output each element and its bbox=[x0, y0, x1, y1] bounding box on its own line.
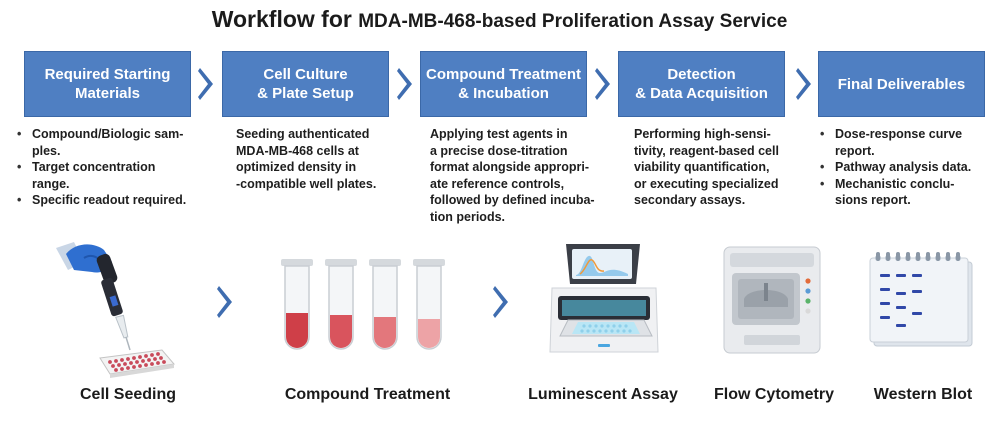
chevron-right-icon bbox=[217, 286, 232, 318]
description-line: followed by defined incuba- bbox=[430, 193, 595, 207]
step-1-bullets: Compound/Biologic sam-ples.Target concen… bbox=[12, 126, 207, 209]
step-compound-treatment: Compound Treatment & Incubation bbox=[420, 51, 587, 117]
flow-cytometer-icon bbox=[723, 246, 821, 354]
pipette-plate-icon bbox=[56, 242, 175, 378]
chevron-right-icon bbox=[796, 68, 811, 100]
description-line: secondary assays. bbox=[634, 193, 746, 207]
step-label-line: Compound Treatment bbox=[425, 66, 581, 83]
description-line: format alongside appropri- bbox=[430, 160, 590, 174]
description-line: or executing specialized bbox=[634, 176, 779, 191]
step-4-description: Performing high-sensi-tivity, reagent-ba… bbox=[634, 126, 814, 209]
description-line: -compatible well plates. bbox=[236, 176, 377, 191]
title-rest: MDA-MB-468-based Proliferation Assay Ser… bbox=[358, 11, 788, 32]
list-item: Compound/Biologic sam-ples. bbox=[12, 126, 207, 159]
chevron-right-icon bbox=[397, 68, 412, 100]
list-item: Specific readout required. bbox=[12, 192, 207, 209]
description-line: MDA-MB-468 cells at bbox=[236, 143, 359, 158]
list-item: Mechanistic conclu-sions report. bbox=[815, 176, 995, 209]
caption-western-blot: Western Blot bbox=[873, 386, 973, 403]
description-line: ate reference controls, bbox=[430, 176, 565, 191]
step-final-deliverables: Final Deliverables bbox=[818, 51, 985, 117]
description-line: tion periods. bbox=[430, 209, 505, 224]
step-label-line: Cell Culture bbox=[263, 66, 348, 83]
step-label-line: & Data Acquisition bbox=[635, 85, 768, 102]
step-cell-culture: Cell Culture & Plate Setup bbox=[222, 51, 389, 117]
description-line: Applying test agents in bbox=[430, 127, 568, 141]
description-line: a precise dose-titration bbox=[430, 143, 568, 158]
step-3-description: Applying test agents in a precise dose-ti… bbox=[430, 126, 616, 225]
description-line: Seeding authenticated bbox=[236, 127, 370, 141]
caption-flow-cytometry: Flow Cytometry bbox=[713, 386, 834, 403]
step-label-line: & Plate Setup bbox=[257, 85, 354, 102]
description-line: optimized density in bbox=[236, 160, 357, 174]
chevron-right-icon bbox=[595, 68, 610, 100]
step-label-line: Detection bbox=[667, 66, 736, 83]
western-blot-icon bbox=[869, 252, 973, 347]
page-title: Workflow for MDA-MB-468-based Proliferat… bbox=[0, 6, 999, 33]
step-label-line: & Incubation bbox=[458, 85, 549, 102]
description-line: viability quantification, bbox=[634, 160, 770, 174]
title-prefix: Workflow for bbox=[211, 6, 359, 32]
step-detection: Detection & Data Acquisition bbox=[618, 51, 785, 117]
caption-cell-seeding: Cell Seeding bbox=[79, 386, 177, 403]
step-label-line: Materials bbox=[74, 85, 141, 102]
list-item: Pathway analysis data. bbox=[815, 159, 995, 176]
description-line: Performing high-sensi- bbox=[634, 127, 771, 141]
caption-luminescent-assay: Luminescent Assay bbox=[528, 386, 678, 403]
caption-compound-treatment: Compound Treatment bbox=[284, 386, 451, 403]
chevron-right-icon bbox=[198, 68, 213, 100]
chevron-right-icon bbox=[493, 286, 508, 318]
plate-reader-icon bbox=[549, 244, 659, 353]
step-label-line: Final Deliverables bbox=[837, 75, 966, 93]
description-line: tivity, reagent-based cell bbox=[634, 143, 779, 158]
step-label-line: Required Starting bbox=[44, 66, 171, 83]
test-tubes-icon bbox=[281, 259, 445, 350]
